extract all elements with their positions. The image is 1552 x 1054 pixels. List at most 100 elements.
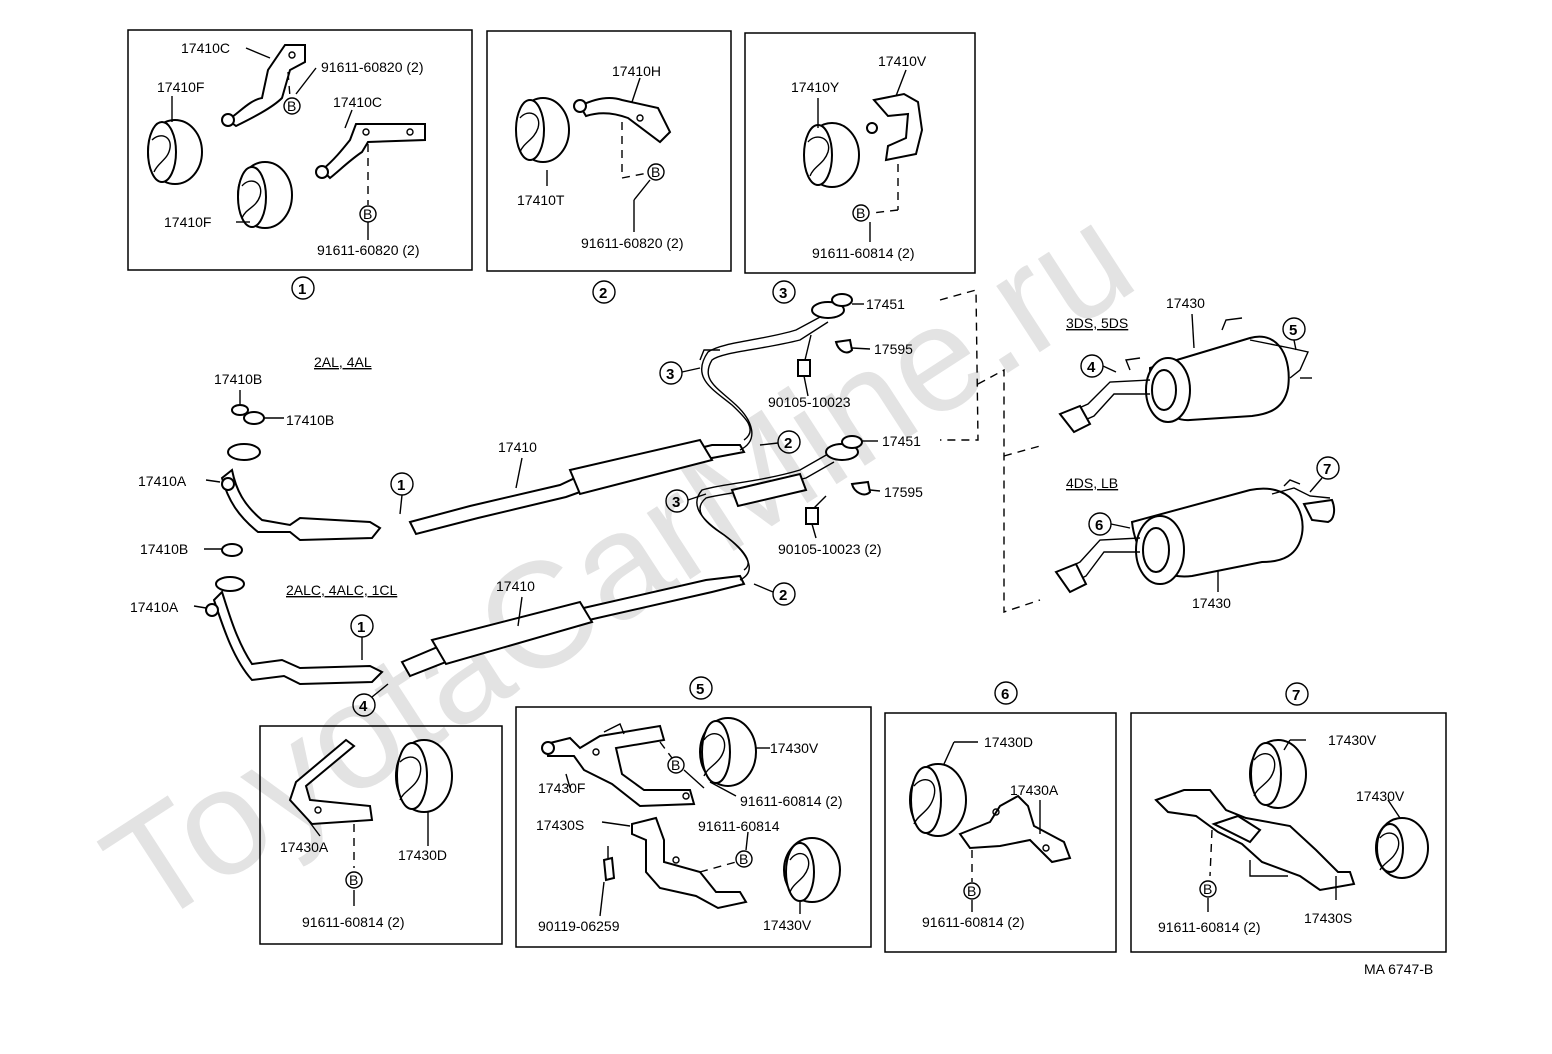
callout-number-2: 2 — [599, 285, 607, 302]
exhaust-system-lower — [212, 435, 872, 686]
callout-number-2c: 2 — [779, 587, 787, 604]
label-17595-top: 17595 — [874, 341, 913, 357]
label-17410a-2: 17410A — [130, 599, 179, 615]
variant-label-4ds-lb: 4DS, LB — [1066, 475, 1118, 491]
label-bolt1-d5: 91611-60814 (2) — [740, 793, 842, 809]
callout-circle-5b — [689, 676, 713, 700]
detail-6-parts — [909, 741, 1072, 912]
label-17430s-d5: 17430S — [536, 817, 584, 833]
callout-number-6b: 6 — [1001, 686, 1009, 703]
bolt-symbol: B — [856, 205, 865, 221]
label-17451-mid: 17451 — [882, 433, 921, 449]
bolt-symbol: B — [967, 883, 976, 899]
bolt-symbol: B — [287, 98, 296, 114]
bolt-symbol: B — [739, 851, 748, 867]
callout-number-4b: 4 — [1087, 359, 1096, 376]
callout-circle-3 — [772, 280, 796, 304]
callout-number-1b: 1 — [397, 477, 405, 494]
callout-circle-3b — [659, 361, 683, 385]
label-bolt-d3: 91611-60814 (2) — [812, 245, 914, 261]
callout-number-5b: 5 — [696, 681, 704, 698]
label-17410c-mid: 17410C — [333, 94, 382, 110]
detail-box-7 — [1130, 712, 1447, 953]
label-bolt-d4: 91611-60814 (2) — [302, 914, 404, 930]
connection-bracket-upper — [939, 289, 979, 441]
label-17430s-d7: 17430S — [1304, 910, 1352, 926]
callout-circle-7 — [1316, 456, 1340, 480]
front-gaskets-nuts — [193, 390, 284, 617]
callout-number-3b: 3 — [666, 366, 674, 383]
label-17430d-d4: 17430D — [398, 847, 447, 863]
label-17430v-d5-1: 17430V — [770, 740, 819, 756]
callout-number-7: 7 — [1323, 461, 1331, 478]
label-17430-bottom: 17430 — [1192, 595, 1231, 611]
label-17410b-3: 17410B — [140, 541, 188, 557]
bolt-symbol: B — [349, 872, 358, 888]
label-pipe-17410-lower: 17410 — [496, 578, 535, 594]
detail-box-3 — [744, 32, 976, 274]
callout-number-4: 4 — [359, 698, 368, 715]
label-bolt-bottom-d1: 91611-60820 (2) — [317, 242, 419, 258]
label-90105-mid: 90105-10023 (2) — [778, 541, 882, 557]
label-17430-top: 17430 — [1166, 295, 1205, 311]
callout-number-5: 5 — [1289, 322, 1297, 339]
drawing-code: MA 6747-B — [1364, 961, 1433, 977]
callout-circle-4 — [352, 693, 376, 717]
bolt-symbol: B — [671, 757, 680, 773]
label-17410f-bottom: 17410F — [164, 214, 211, 230]
detail-box-6 — [884, 712, 1117, 953]
label-bolt-d6: 91611-60814 (2) — [922, 914, 1024, 930]
callout-circle-7b — [1285, 682, 1309, 706]
detail-4-parts — [288, 738, 453, 906]
callout-number-6: 6 — [1095, 517, 1103, 534]
label-bolt-d7: 91611-60814 (2) — [1158, 919, 1260, 935]
label-17410b-1: 17410B — [214, 371, 262, 387]
callout-circle-2b — [777, 430, 801, 454]
label-bolt2-d5: 91611-60814 — [698, 818, 780, 834]
detail-7-parts — [1154, 739, 1429, 912]
callout-circle-1 — [291, 276, 315, 300]
label-bolt-top-d1: 91611-60820 (2) — [321, 59, 423, 75]
variant-label-2al-4al: 2AL, 4AL — [314, 354, 372, 370]
label-17410h: 17410H — [612, 63, 661, 79]
label-17410a-1: 17410A — [138, 473, 187, 489]
label-17410c-top: 17410C — [181, 40, 230, 56]
label-17410y: 17410Y — [791, 79, 840, 95]
label-bolt-d2: 91611-60820 (2) — [581, 235, 683, 251]
detail-box-2 — [486, 30, 732, 272]
callout-number-3: 3 — [779, 285, 787, 302]
label-17430v-d5-2: 17430V — [763, 917, 812, 933]
bolt-symbol: B — [363, 206, 372, 222]
label-17410f-top: 17410F — [157, 79, 204, 95]
detail-box-5 — [515, 706, 872, 948]
bolt-symbol: B — [651, 164, 660, 180]
callout-number-1c: 1 — [357, 619, 365, 636]
variant-label-3ds-5ds: 3DS, 5DS — [1066, 315, 1128, 331]
callout-number-3c: 3 — [672, 494, 680, 511]
label-17451-top: 17451 — [866, 296, 905, 312]
label-17430d-d6: 17430D — [984, 734, 1033, 750]
label-17410t: 17410T — [517, 192, 565, 208]
connection-bracket-lower — [977, 368, 1041, 613]
exhaust-system-upper — [220, 293, 854, 542]
label-17430a-d4: 17430A — [280, 839, 329, 855]
label-17595-mid: 17595 — [884, 484, 923, 500]
label-17410b-2: 17410B — [286, 412, 334, 428]
label-17430v-d7-2: 17430V — [1356, 788, 1405, 804]
callout-circle-2c — [772, 582, 796, 606]
detail-5-parts — [541, 717, 841, 917]
connection-bracket-mid — [1003, 445, 1041, 457]
callout-number-7b: 7 — [1292, 687, 1300, 704]
detail-3-parts — [803, 69, 924, 242]
label-17430a-d6: 17430A — [1010, 782, 1059, 798]
detail-box-4 — [259, 725, 503, 945]
label-17430v-d7-1: 17430V — [1328, 732, 1377, 748]
detail-2-parts — [515, 77, 672, 232]
variant-label-2alc-4alc-1cl: 2ALC, 4ALC, 1CL — [286, 582, 397, 598]
muffler-lower — [1054, 479, 1336, 594]
label-17430f-d5: 17430F — [538, 780, 585, 796]
detail-1-parts — [147, 44, 426, 240]
label-90105-top: 90105-10023 — [768, 394, 851, 410]
